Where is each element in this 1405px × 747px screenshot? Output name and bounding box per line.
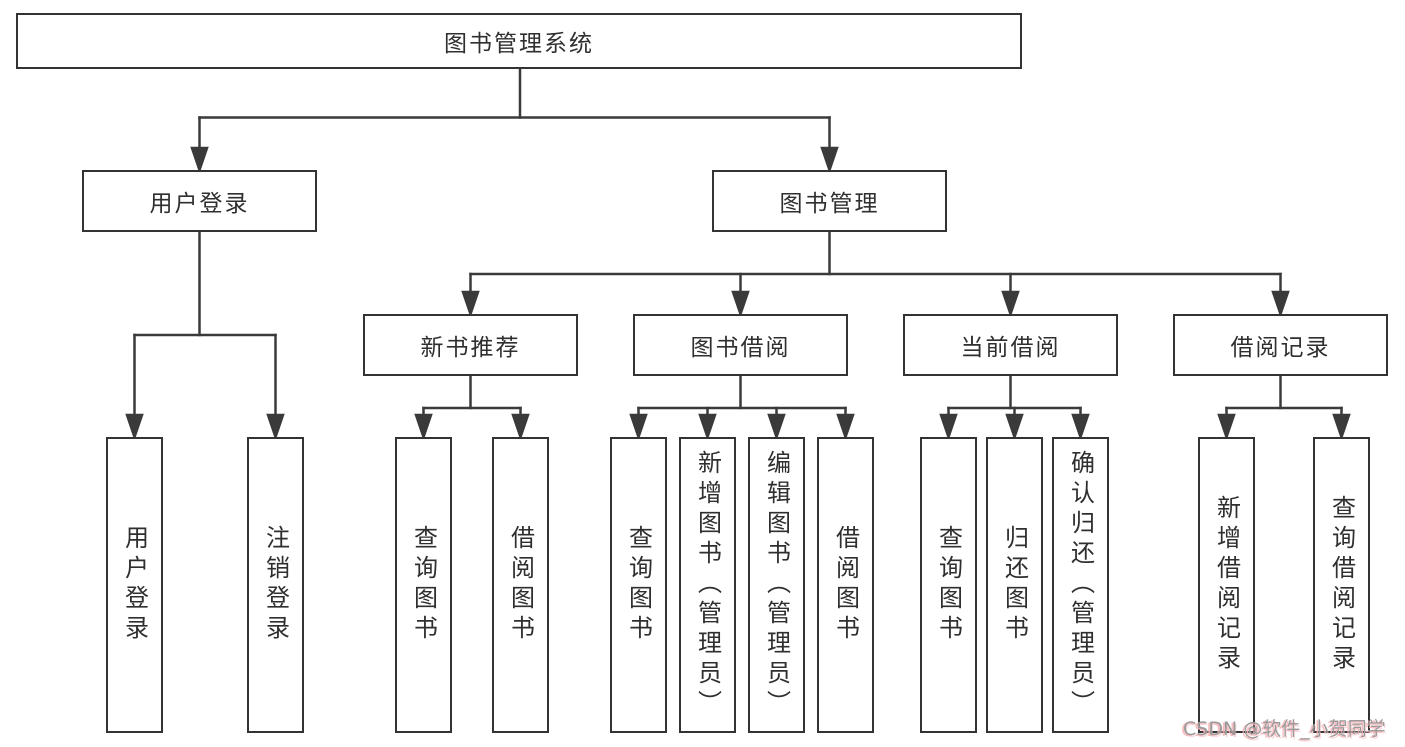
leaf-current-return-book-label: 归还图书 <box>1000 525 1029 645</box>
leaf-record-query-label: 查询借阅记录 <box>1327 495 1356 675</box>
connector-borrow-record-children <box>1217 374 1351 441</box>
leaf-borrow-add-book-label: 新增图书（管理员） <box>693 450 722 720</box>
leaf-borrow-borrow-book: 借阅图书 <box>817 437 874 733</box>
connector-user-login-children <box>125 230 285 441</box>
node-root: 图书管理系统 <box>16 13 1022 69</box>
leaf-current-query-book: 查询图书 <box>920 437 977 733</box>
leaf-borrow-borrow-book-label: 借阅图书 <box>831 525 860 645</box>
leaf-borrow-edit-book-label: 编辑图书（管理员） <box>762 450 791 720</box>
node-book-borrow: 图书借阅 <box>633 314 848 376</box>
leaf-logout-label: 注销登录 <box>261 525 290 645</box>
leaf-recommend-borrow-book: 借阅图书 <box>492 437 549 733</box>
node-new-book-recommend-label: 新书推荐 <box>420 335 521 361</box>
leaf-recommend-borrow-book-label: 借阅图书 <box>506 525 535 645</box>
connector-new-book-recommend-children <box>414 374 530 441</box>
leaf-current-confirm-return-label: 确认归还（管理员） <box>1066 450 1095 720</box>
connector-book-management-children <box>461 230 1290 318</box>
leaf-user-login-label: 用户登录 <box>120 525 149 645</box>
node-borrow-record: 借阅记录 <box>1173 314 1388 376</box>
connector-root-to-level2 <box>190 67 839 174</box>
node-user-login: 用户登录 <box>82 170 317 232</box>
node-borrow-record-label: 借阅记录 <box>1230 335 1331 361</box>
node-root-label: 图书管理系统 <box>444 31 594 57</box>
leaf-record-add: 新增借阅记录 <box>1198 437 1255 733</box>
leaf-current-query-book-label: 查询图书 <box>934 525 963 645</box>
leaf-borrow-query-book: 查询图书 <box>610 437 667 733</box>
leaf-recommend-query-book-label: 查询图书 <box>409 525 438 645</box>
leaf-logout: 注销登录 <box>247 437 304 733</box>
leaf-record-query: 查询借阅记录 <box>1313 437 1370 733</box>
leaf-recommend-query-book: 查询图书 <box>395 437 452 733</box>
leaf-user-login: 用户登录 <box>106 437 163 733</box>
leaf-current-return-book: 归还图书 <box>986 437 1043 733</box>
node-user-login-label: 用户登录 <box>149 191 250 217</box>
node-current-borrow-label: 当前借阅 <box>960 335 1061 361</box>
leaf-borrow-add-book: 新增图书（管理员） <box>679 437 736 733</box>
node-book-management-label: 图书管理 <box>779 191 880 217</box>
connector-book-borrow-children <box>629 374 855 441</box>
node-current-borrow: 当前借阅 <box>903 314 1118 376</box>
connector-current-borrow-children <box>939 374 1090 441</box>
node-new-book-recommend: 新书推荐 <box>363 314 578 376</box>
leaf-current-confirm-return: 确认归还（管理员） <box>1052 437 1109 733</box>
leaf-record-add-label: 新增借阅记录 <box>1212 495 1241 675</box>
watermark: CSDN @软件_小贺同学 <box>1183 718 1386 740</box>
leaf-borrow-query-book-label: 查询图书 <box>624 525 653 645</box>
node-book-borrow-label: 图书借阅 <box>690 335 791 361</box>
leaf-borrow-edit-book: 编辑图书（管理员） <box>748 437 805 733</box>
node-book-management: 图书管理 <box>712 170 947 232</box>
